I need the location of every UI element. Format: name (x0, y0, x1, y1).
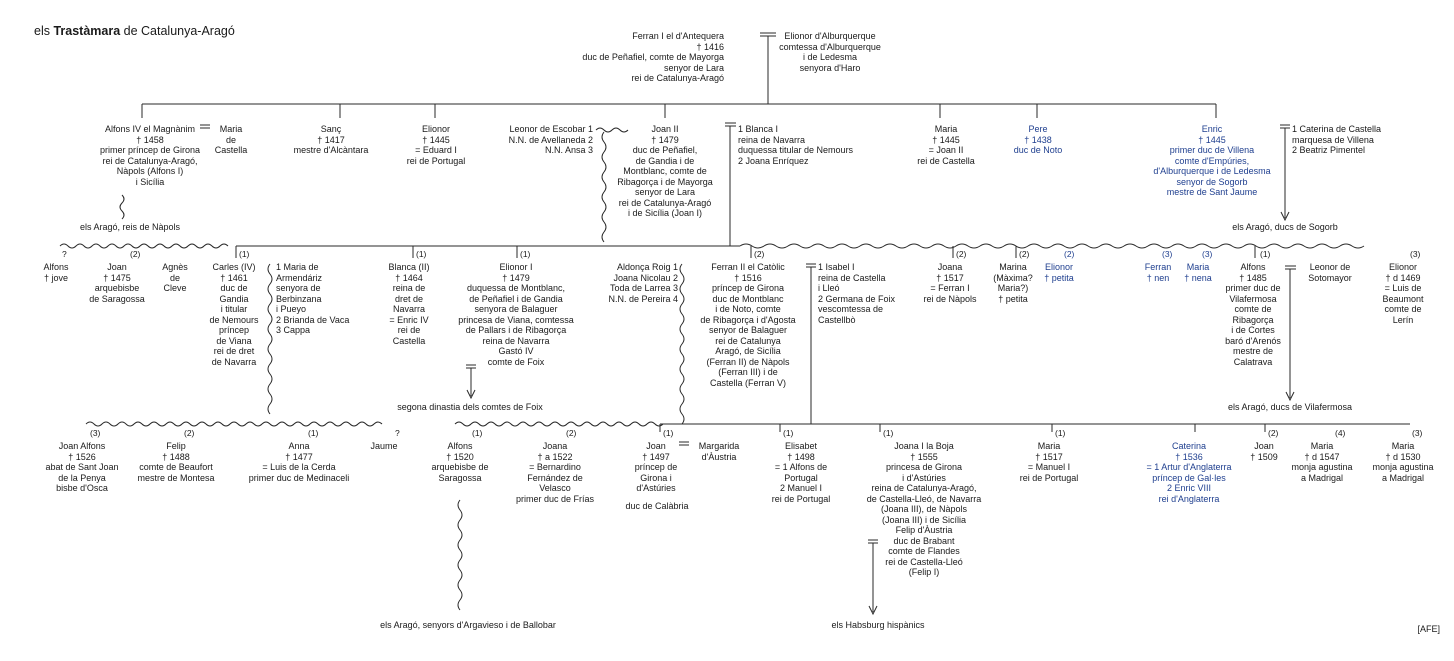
marker: (1) (1260, 249, 1271, 259)
marker: (1) (520, 249, 531, 259)
joana-1517-entry: Joana † 1517 = Ferran I rei de Nàpols (923, 262, 977, 304)
enric-entry: Enric † 1445 primer duc de Villena comte… (1153, 124, 1271, 197)
arago-vilafermosa-branch: els Aragó, ducs de Vilafermosa (1228, 402, 1352, 412)
marker: (1) (472, 428, 483, 438)
aldonca-roig-entry: Aldonça Roig 1 Joana Nicolau 2 Toda de L… (608, 262, 678, 304)
blanca-joana-spouses: 1 Blanca I reina de Navarra duquessa tit… (738, 124, 854, 166)
source-credit: [AFE] (1417, 624, 1440, 634)
carles-viana-entry: Carles (IV) † 1461 duc de Gandia i titul… (209, 262, 259, 367)
carles-partners: 1 Maria de Armendáriz senyora de Berbinz… (276, 262, 350, 335)
elisabet-1498-entry: Elisabet † 1498 = 1 Alfons de Portugal 2… (771, 441, 831, 504)
ferran-i-entry: Ferran I el d'Antequera † 1416 duc de Pe… (582, 31, 724, 83)
marker: (1) (783, 428, 794, 438)
joan-ii-entry: Joan II † 1479 duc de Peñafiel, de Gandi… (617, 124, 713, 218)
diagram-title: els Trastàmara de Catalunya-Aragó (34, 24, 235, 38)
alfons-1520-entry: Alfons † 1520 arquebisbe de Saragossa (431, 441, 489, 483)
habsburg-branch: els Habsburg hispànics (831, 620, 925, 630)
blanca-ii-entry: Blanca (II) † 1464 reina de dret de Nava… (388, 262, 430, 346)
maria-nena-entry: Maria † nena (1184, 262, 1212, 283)
leonor-escobar-entry: Leonor de Escobar 1 N.N. de Avellaneda 2… (508, 124, 593, 155)
marker: (1) (239, 249, 250, 259)
maria-1547-entry: Maria † d 1547 monja agustina a Madrigal (1291, 441, 1353, 483)
alfons-jove-entry: Alfons † jove (43, 262, 69, 283)
alfons-1485-entry: Alfons † 1485 primer duc de Vilafermosa … (1225, 262, 1281, 367)
marker: (2) (1268, 428, 1279, 438)
felip-1488-entry: Felip † 1488 comte de Beaufort mestre de… (137, 441, 215, 483)
ferran-catolic-entry: Ferran II el Catòlic † 1516 príncep de G… (700, 262, 796, 388)
agnes-cleve-entry: Agnès de Cleve (162, 262, 188, 293)
enric-spouses: 1 Caterina de Castella marquesa de Ville… (1292, 124, 1382, 155)
arago-argavieso-branch: els Aragó, senyors d'Argavieso i de Ball… (380, 620, 556, 630)
marker: (1) (663, 428, 674, 438)
marker: (2) (566, 428, 577, 438)
leonor-sotomayor-entry: Leonor de Sotomayor (1308, 262, 1352, 283)
marker: (4) (1335, 428, 1346, 438)
elionor-i-navarra-entry: Elionor I † 1479 duquessa de Montblanc, … (458, 262, 574, 367)
marker: (3) (1410, 249, 1421, 259)
ferran-nen-entry: Ferran † nen (1144, 262, 1172, 283)
joana-la-boja-entry: Joana I la Boja † 1555 princesa de Giron… (866, 441, 982, 577)
joan-1509-entry: Joan † 1509 (1250, 441, 1278, 462)
marker: (2) (754, 249, 765, 259)
marker: (3) (1162, 249, 1173, 259)
margarida-austria-entry: Margarida d'Àustria (698, 441, 740, 462)
marina-entry: Marina (Màxima? Maria?) † petita (993, 262, 1033, 304)
marker: ? (395, 428, 400, 438)
caterina-1536-entry: Caterina † 1536 = 1 Artur d'Anglaterra p… (1146, 441, 1232, 504)
maria-1517-entry: Maria † 1517 = Manuel I rei de Portugal (1019, 441, 1079, 483)
marker: (2) (184, 428, 195, 438)
maria-1530-entry: Maria † d 1530 monja agustina a Madrigal (1372, 441, 1434, 483)
joan-alfons-entry: Joan Alfons † 1526 abat de Sant Joan de … (45, 441, 119, 493)
marker: (1) (883, 428, 894, 438)
joan-1475-entry: Joan † 1475 arquebisbe de Saragossa (89, 262, 145, 304)
marker: (3) (1202, 249, 1213, 259)
marker: (3) (90, 428, 101, 438)
anna-1477-entry: Anna † 1477 = Luis de la Cerda primer du… (248, 441, 350, 483)
arago-napols-branch: els Aragó, reis de Nàpols (79, 222, 181, 232)
elionor-1445-entry: Elionor † 1445 = Eduard I rei de Portuga… (406, 124, 466, 166)
elionor-1469-entry: Elionor † d 1469 = Luis de Beaumont comt… (1382, 262, 1424, 325)
pere-entry: Pere † 1438 duc de Noto (1013, 124, 1063, 155)
marker: (1) (308, 428, 319, 438)
maria-castella-entry: Maria de Castella (214, 124, 248, 155)
elionor-alburquerque-entry: Elionor d'Alburquerque comtessa d'Alburq… (779, 31, 881, 73)
marker: (1) (416, 249, 427, 259)
marker: (2) (130, 249, 141, 259)
marker: ? (62, 249, 67, 259)
marker: (2) (1019, 249, 1030, 259)
jaume-entry: Jaume (370, 441, 398, 451)
duc-calabria-entry: duc de Calàbria (625, 501, 689, 511)
ferran-spouses: 1 Isabel I reina de Castella i Lleó 2 Ge… (818, 262, 896, 325)
alfons-magnanim-entry: Alfons IV el Magnànim † 1458 primer prín… (99, 124, 201, 187)
marker: (1) (1055, 428, 1066, 438)
sanc-entry: Sanç † 1417 mestre d'Alcàntara (293, 124, 369, 155)
arago-sogorb-branch: els Aragó, ducs de Sogorb (1232, 222, 1338, 232)
marker: (3) (1412, 428, 1423, 438)
maria-1445-entry: Maria † 1445 = Joan II rei de Castella (917, 124, 975, 166)
marker: (2) (956, 249, 967, 259)
foix-dynasty-branch: segona dinastia dels comtes de Foix (397, 402, 543, 412)
joan-1497-entry: Joan † 1497 príncep de Girona i d'Astúri… (634, 441, 678, 493)
elionor-petita-entry: Elionor † petita (1044, 262, 1074, 283)
joana-1522-entry: Joana † a 1522 = Bernardino Fernández de… (515, 441, 595, 504)
marker: (2) (1064, 249, 1075, 259)
